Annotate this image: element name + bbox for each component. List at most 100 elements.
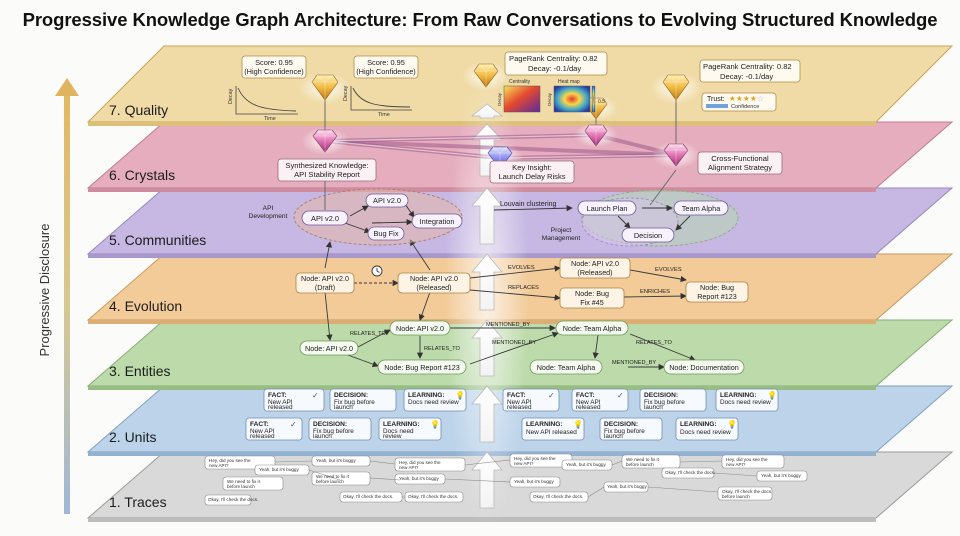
louvain-label: Louvain clustering [500,201,557,208]
star-icon: ★ [736,94,743,103]
edge-evolves: EVOLVES [508,265,535,271]
unit-text: Fix bug before [313,428,354,435]
trace-msg: We need to fix it [316,474,350,479]
gem-icon [462,61,510,91]
layer-label-evolution: 4. Evolution [109,298,182,314]
page-title: Progressive Knowledge Graph Architecture… [22,9,938,30]
trace-msg: Yeah, but it's buggy [761,473,801,478]
unit-learning-label: LEARNING: [720,392,757,399]
unit-decision-label: DECISION: [334,392,368,399]
score-sub: (High Confidence) [356,67,416,76]
star-icon: ★ [729,94,736,103]
trace-msg: Okay, I'll check the docs. [665,470,715,475]
unit-text: launch [334,404,353,411]
edge-mentioned-by: MENTIONED_BY [612,360,656,366]
lightbulb-icon: 💡 [430,419,440,429]
community-label-api-dev: API [263,205,274,212]
gem-icon [574,122,618,148]
unit-learning-label: LEARNING: [383,421,420,428]
unit-text: New API [268,399,293,406]
trace-msg: before launch [626,462,654,467]
community-node-api: API v2.0 [311,214,339,223]
gem-icon [299,72,351,104]
crystal-synth-sub: API Stability Report [294,170,361,179]
community-node-integration: Integration [420,217,455,226]
evo-node-bugreport-sub: Report #123 [697,292,737,301]
unit-decision-label: DECISION: [313,421,347,428]
trace-msg: Okay, I'll check the docs. [208,497,258,502]
trace-msg: new API? [399,465,419,470]
confidence-label: Confidence [731,104,759,110]
entity-node-doc: Node: Documentation [669,363,739,372]
unit-text: Fix bug before [334,399,375,406]
score-label: Score: 0.95 [367,58,405,67]
community-node-decision: Decision [634,231,662,240]
unit-text: Docs need review [680,429,731,436]
unit-fact-label: FACT: [507,392,526,399]
edge-relates-to: RELATES_TO [350,331,387,337]
unit-learning-label: LEARNING: [680,421,717,428]
unit-text: released [576,404,601,411]
evo-node-released-sub: (Released) [416,283,451,292]
crystals-graph: Synthesized Knowledge: API Stability Rep… [277,100,783,210]
community-label-api-dev: Development [249,213,288,220]
trace-msg: Okay, I'll check the docs. [343,494,393,499]
time-axis-label: Time [264,116,276,122]
community-node-bugfix: Bug Fix [373,229,398,238]
decay-small-label: Decay [497,92,502,106]
heatmap-label: Heat map [558,79,580,85]
decay-curve-plot: Decay Time [343,85,412,118]
evo-node-bugreport: Node: Bug [700,283,734,292]
community-node-team-alpha: Team Alpha [682,204,722,213]
unit-text: released [507,404,532,411]
evo-node-draft-sub: (Draft) [315,283,335,292]
evo-node-released-b: Node: API v2.0 [571,259,619,268]
edge-mentioned-by: MENTIONED_BY [486,322,530,328]
crystal-cross-sub: Alignment Strategy [708,163,772,172]
centrality-heatmaps: Centrality Heat map Decay Decay 0.5 [497,79,605,113]
evo-node-released: Node: API v2.0 [410,274,458,283]
entities-graph: Node: API v2.0 Node: API v2.0 Node: Bug … [299,320,745,375]
entity-node-team-2: Node: Team Alpha [537,363,596,372]
check-icon: ✓ [312,391,319,400]
trace-msg: Hey, did you see the [726,457,768,462]
trace-msg: before launch [316,479,344,484]
unit-fact-label: FACT: [268,392,287,399]
lightbulb-icon: 💡 [573,419,583,429]
score-sub: (High Confidence) [244,67,304,76]
edge-relates-to: RELATES_TO [424,346,461,352]
layer-label-communities: 5. Communities [109,232,206,248]
crystal-synth-title: Synthesized Knowledge: [285,161,368,170]
up-arrow-evolution [471,253,503,311]
up-arrow-communities [471,187,503,245]
layer-label-traces: 1. Traces [109,494,167,510]
trace-msg: before launch [722,494,750,499]
unit-text: Docs need review [408,399,459,406]
trace-msg: We need to fix it [626,457,660,462]
check-icon: ✓ [617,391,624,400]
up-arrow-units [471,385,503,443]
layer-label-crystals: 6. Crystals [109,167,175,183]
unit-text: released [268,404,293,411]
score-label: Score: 0.95 [255,58,293,67]
edge-enriches: ENRICHES [640,289,670,295]
unit-decision-label: DECISION: [604,421,638,428]
lightbulb-icon: 💡 [455,390,465,400]
star-icon: ☆ [757,94,764,103]
pagerank-label: PageRank Centrality: 0.82 [703,62,792,71]
edge-mentioned-by: MENTIONED_BY [492,340,536,346]
trace-msg: Yeah, but it's buggy [316,458,356,463]
trace-msg: Okay, I'll check the docs. [408,494,458,499]
pagerank-label: PageRank Centrality: 0.82 [509,54,598,63]
entity-node-team-1: Node: Team Alpha [563,324,622,333]
clock-icon [371,265,383,277]
entity-node-api-a: Node: API v2.0 [305,344,353,353]
trace-msg: Hey, did you see the [209,458,251,463]
evo-node-draft: Node: API v2.0 [301,274,349,283]
evo-node-bugfix-sub: Fix #45 [580,298,604,307]
trace-msg: We need to fix it [227,479,261,484]
gem-icon [650,72,702,104]
trust-label: Trust: [707,96,725,103]
trace-msg: Yeah, but it's buggy [514,479,554,484]
trace-msg: Okay, I'll check the docs. [722,489,772,494]
